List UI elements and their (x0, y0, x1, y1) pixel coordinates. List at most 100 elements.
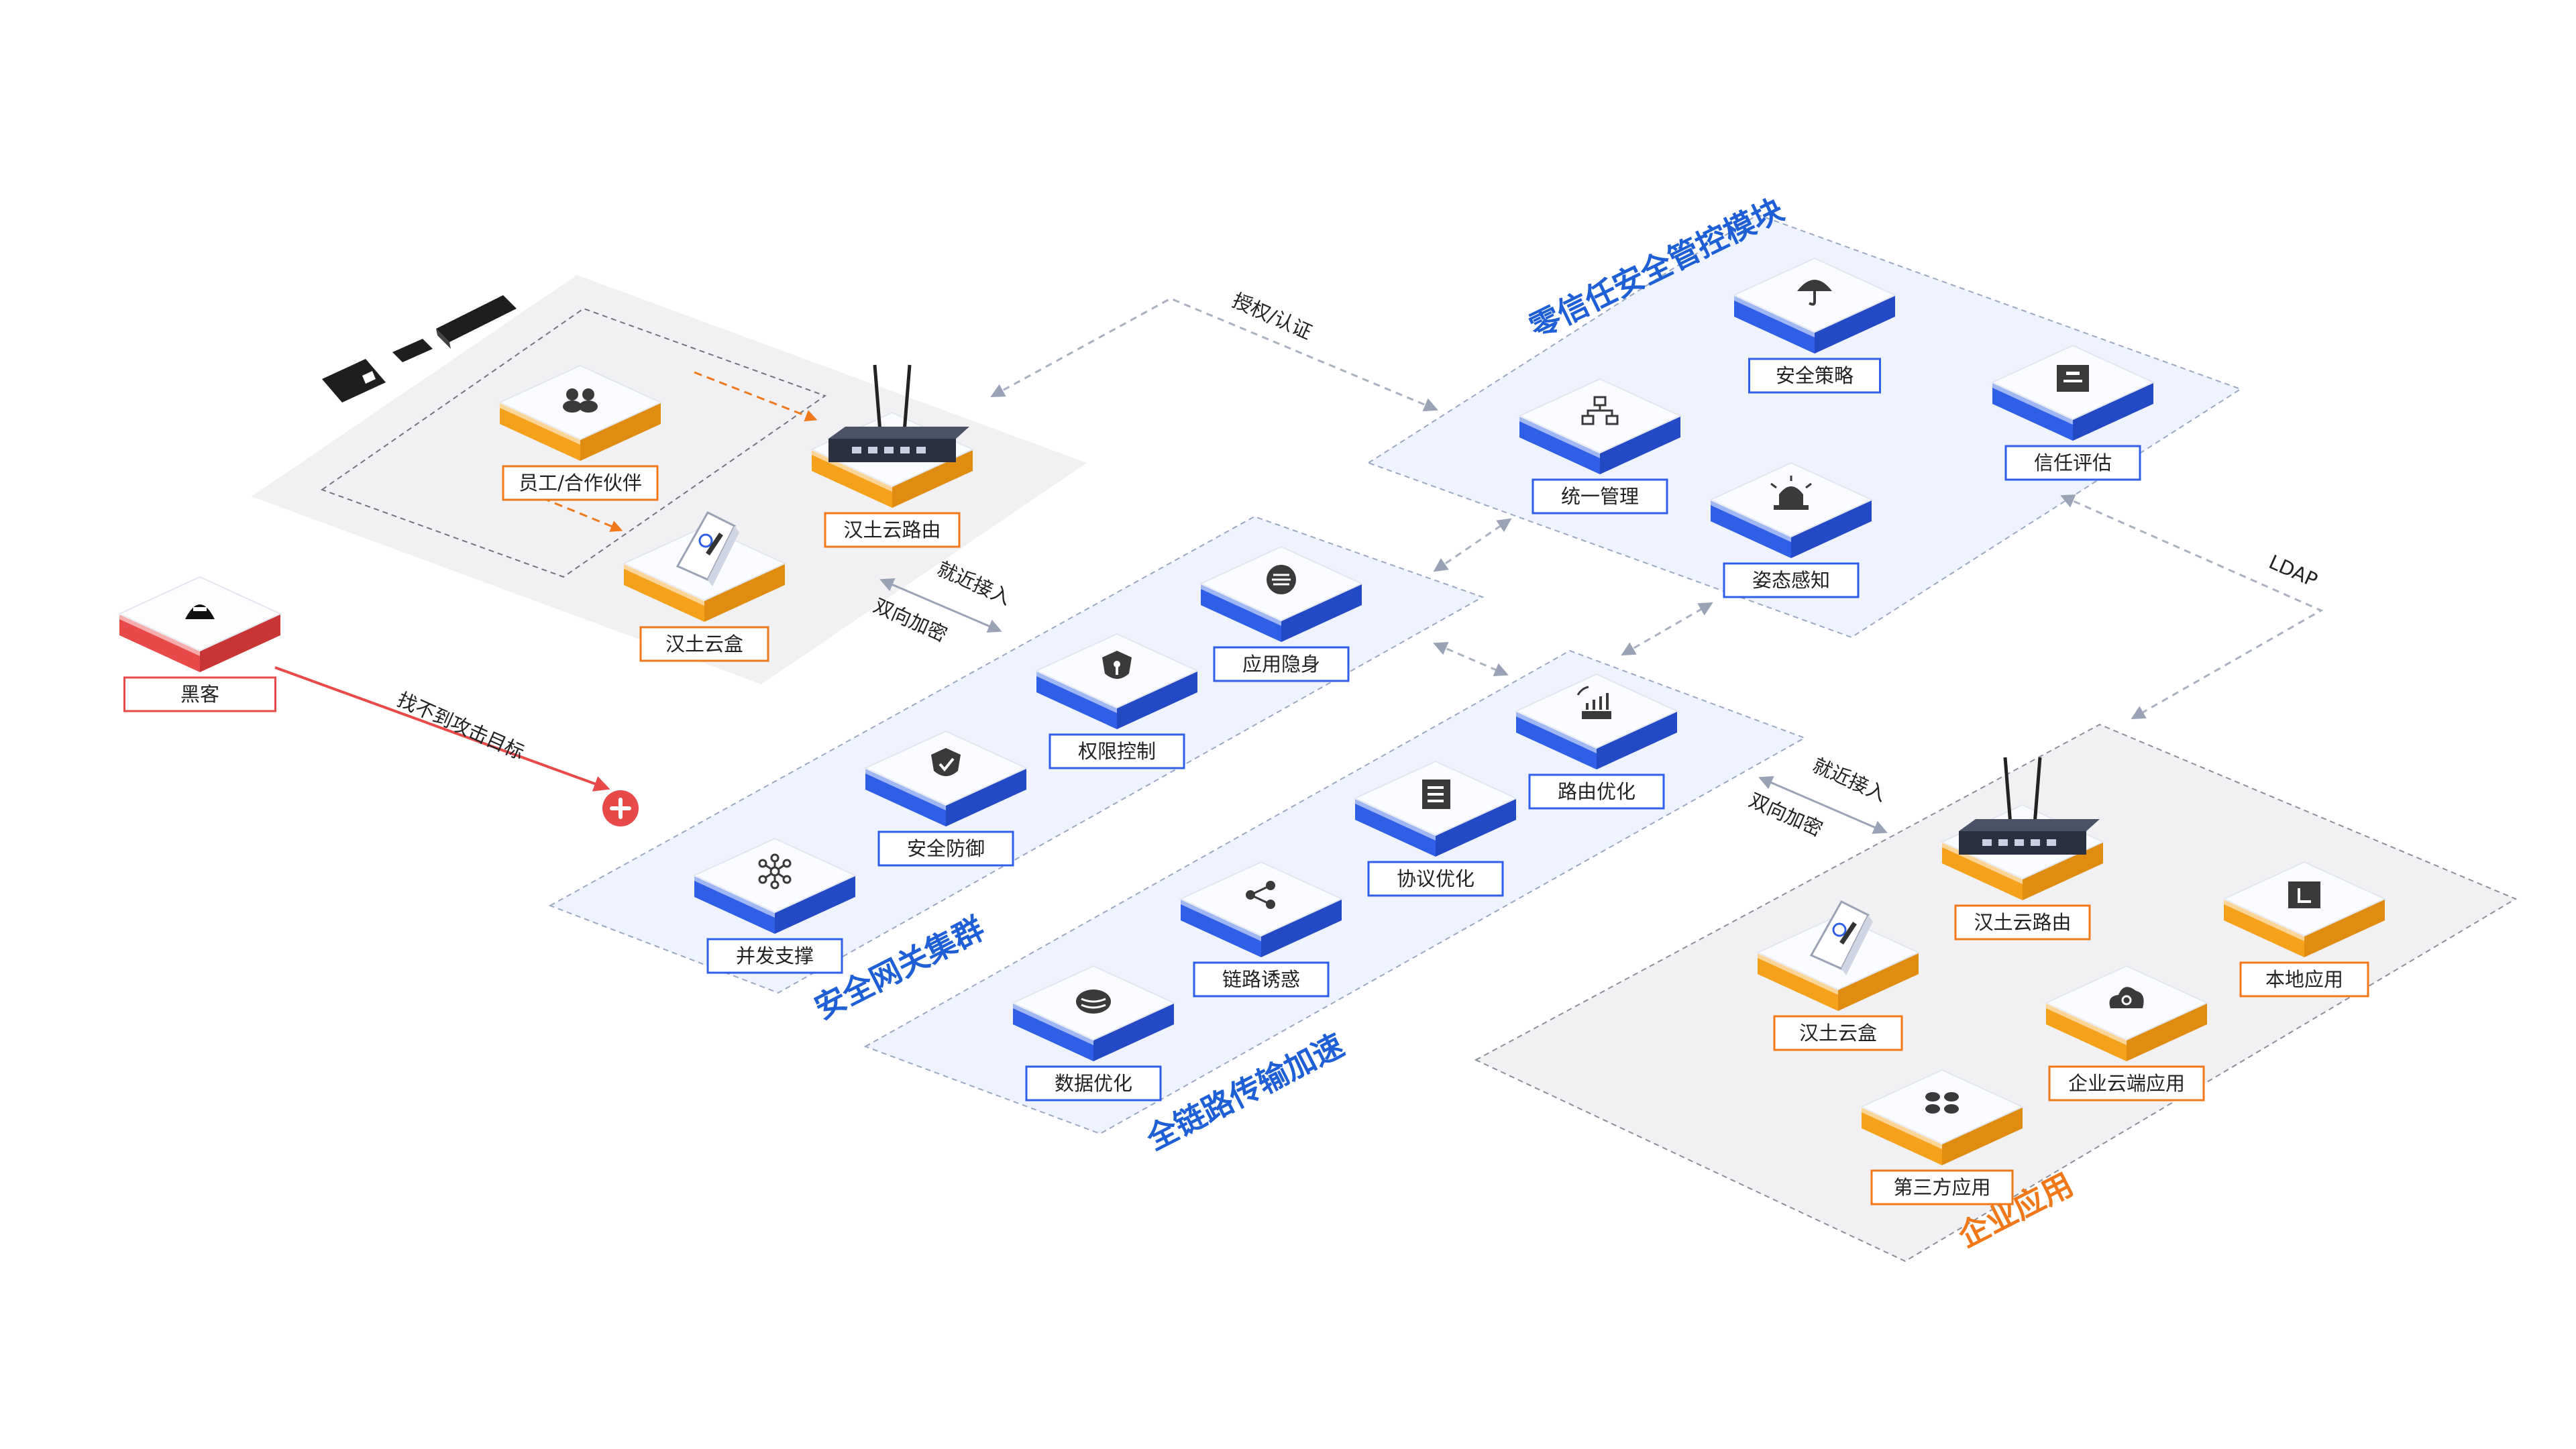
laptop-icon (322, 359, 386, 402)
hide-icon (1267, 565, 1296, 594)
label-box (123, 676, 276, 712)
node-concurrency: 并发支撑 (692, 837, 857, 974)
monitor-icon (436, 295, 517, 349)
node-label: 权限控制 (1078, 740, 1156, 763)
cloud-box-icon (1809, 900, 1873, 975)
document-icon (1422, 780, 1450, 809)
label-box (1049, 733, 1185, 769)
tile-side-right (892, 449, 973, 508)
label-box (1723, 562, 1860, 598)
node-label: 汉土云盒 (665, 633, 743, 655)
node-label: 信任评估 (2034, 451, 2112, 474)
node-third-app: 第三方应用 (1860, 1069, 2025, 1205)
label-box (502, 465, 659, 501)
node-label: 数据优化 (1055, 1072, 1132, 1095)
node-router-ent: 汉土云路由 (1940, 757, 2105, 941)
tile-side-right (1791, 500, 1872, 558)
node-label: 并发支撑 (736, 945, 814, 967)
tile-side-right (1815, 295, 1895, 354)
share-icon (1246, 881, 1275, 909)
auth-label: 授权/认证 (1229, 288, 1316, 343)
node-label: 汉土云路由 (843, 519, 941, 541)
key-shield-icon (1102, 651, 1132, 679)
near-access-arrow (879, 578, 1002, 633)
node-access: 权限控制 (1034, 633, 1199, 769)
no-target-label: 找不到攻击目标 (394, 688, 527, 764)
tile-side-right (775, 875, 855, 934)
node-route-opt: 路由优化 (1514, 673, 1679, 810)
node-defense: 安全防御 (863, 730, 1028, 867)
signal-icon (1576, 686, 1611, 719)
label-box (706, 938, 843, 974)
node-label: 姿态感知 (1752, 569, 1830, 592)
label-box (2048, 1065, 2205, 1102)
label-box (1528, 773, 1665, 810)
node-employee: 员工/合作伙伴 (498, 364, 663, 501)
tile-side-right (1942, 1107, 2023, 1165)
node-label: 统一管理 (1561, 485, 1639, 508)
router-icon (1959, 757, 2100, 855)
node-router-top: 汉土云路由 (810, 364, 975, 548)
node-hacker: 黑客 (117, 576, 282, 712)
node-cloud-app: 企业云端应用 (2044, 965, 2209, 1102)
tile-side-right (704, 564, 785, 622)
near-access-label: 就近接入 (934, 557, 1014, 609)
node-posture: 姿态感知 (1709, 462, 1874, 598)
check-shield-icon (931, 748, 961, 776)
alarm-icon (1770, 476, 1812, 510)
tile-side-right (580, 402, 661, 461)
label-box (2004, 445, 2141, 481)
transport-zero-trust-connector (1621, 602, 1713, 656)
phone-icon (392, 339, 433, 362)
near-access-label-enterprise: 就近接入 (1809, 753, 1890, 806)
ldap-connector (2060, 494, 2324, 720)
encrypt-label-enterprise: 双向加密 (1746, 788, 1826, 841)
node-box-ent: 汉土云盒 (1756, 900, 1921, 1051)
region-employee-area (252, 275, 1087, 684)
database-icon (1076, 989, 1111, 1014)
node-protocol: 协议优化 (1353, 760, 1518, 897)
near-access-arrow-enterprise (1758, 776, 1888, 834)
label-box (1532, 478, 1668, 515)
hacker-attack-arrow (274, 666, 610, 792)
node-tiles: 员工/合作伙伴汉土云路由汉土云盒黑客安全策略信任评估统一管理姿态感知应用隐身权限… (117, 257, 2387, 1205)
node-label: 协议优化 (1397, 867, 1474, 890)
label-box (1748, 358, 1881, 394)
blocked-icon (602, 790, 639, 826)
users-icon (563, 388, 598, 413)
node-label: 企业云端应用 (2068, 1072, 2185, 1095)
network-icon (758, 853, 792, 890)
tile-side-right (1597, 711, 1677, 769)
hierarchy-icon (1581, 396, 1619, 425)
grid-icon (1925, 1092, 1959, 1114)
node-hide: 应用隐身 (1199, 545, 1364, 682)
tile-side-right (1281, 584, 1362, 642)
node-label: 第三方应用 (1893, 1176, 1990, 1199)
tile-side-right (1436, 798, 1516, 857)
label-box (2239, 961, 2369, 998)
node-label: 安全策略 (1776, 364, 1854, 387)
node-label: 本地应用 (2265, 968, 2343, 991)
cloud-box-icon (676, 511, 739, 586)
node-label: 汉土云盒 (1799, 1022, 1877, 1044)
label-box (1870, 1169, 2014, 1205)
gateway-zero-trust-connector (1433, 518, 1512, 572)
label-box (1773, 1015, 1903, 1051)
device-icons (322, 295, 517, 402)
tile-side-right (2023, 842, 2103, 900)
label-box (1025, 1065, 1162, 1102)
auth-connector (990, 297, 1438, 412)
node-label: 汉土云路由 (1974, 911, 2071, 934)
label-box (1954, 904, 2091, 941)
node-box-top: 汉土云盒 (622, 511, 787, 662)
tile-side-right (1117, 671, 1197, 729)
node-label: 路由优化 (1558, 780, 1635, 803)
node-label: 黑客 (180, 683, 219, 706)
encrypt-label: 双向加密 (870, 594, 951, 646)
cloud-app-icon (2109, 987, 2144, 1008)
ldap-label: LDAP (2265, 550, 2321, 592)
label-box (639, 626, 769, 662)
node-trust: 信任评估 (1990, 344, 2155, 481)
router-icon (828, 364, 969, 462)
